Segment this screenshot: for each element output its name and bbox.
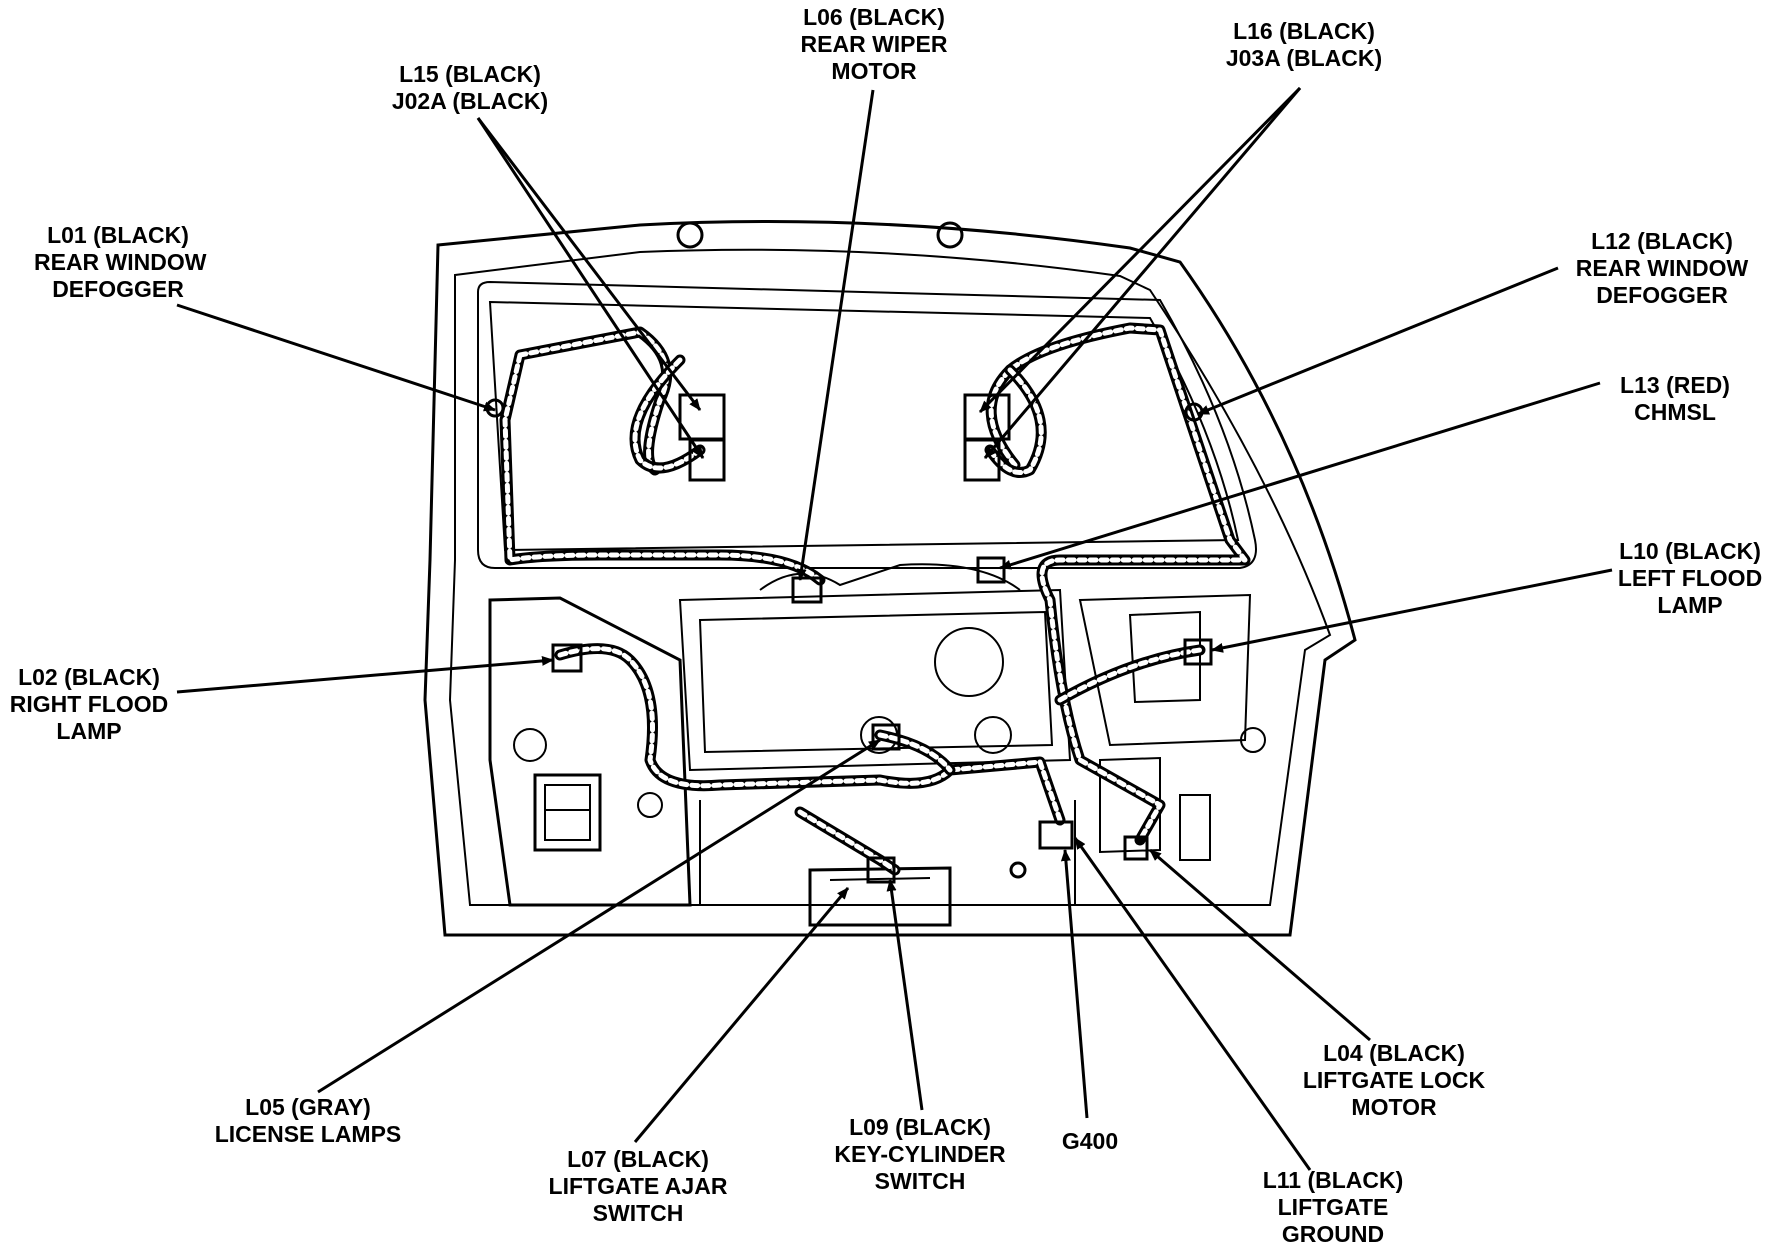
leader-l11 [1073,837,1312,1171]
leader-l02 [176,655,554,694]
leader-l15a [476,117,702,411]
leader-l13 [999,381,1601,570]
leader-l10 [1211,568,1613,653]
leader-l15b [476,117,705,459]
leader-l16a [978,86,1302,414]
leader-l09 [886,879,924,1111]
inner-panel [488,563,1266,927]
leader-l06 [796,89,875,581]
leader-l05 [317,738,881,1094]
leader-l01 [176,303,496,412]
label-l16: L16 (BLACK)J03A (BLACK) [1225,18,1383,71]
leader-l16b [983,87,1302,459]
label-l05: L05 (GRAY)LICENSE LAMPS [214,1094,402,1147]
leader-l12 [1197,266,1559,416]
leader-lines [176,86,1613,1171]
leader-g400 [1060,849,1089,1119]
label-l13: L13 (RED)CHMSL [1620,372,1730,425]
leader-l07 [633,887,850,1143]
leader-l04 [1149,848,1371,1042]
liftgate-body [423,220,1357,937]
label-g400: G400 [1061,1128,1119,1154]
label-l15: L15 (BLACK)J02A (BLACK) [391,61,549,114]
